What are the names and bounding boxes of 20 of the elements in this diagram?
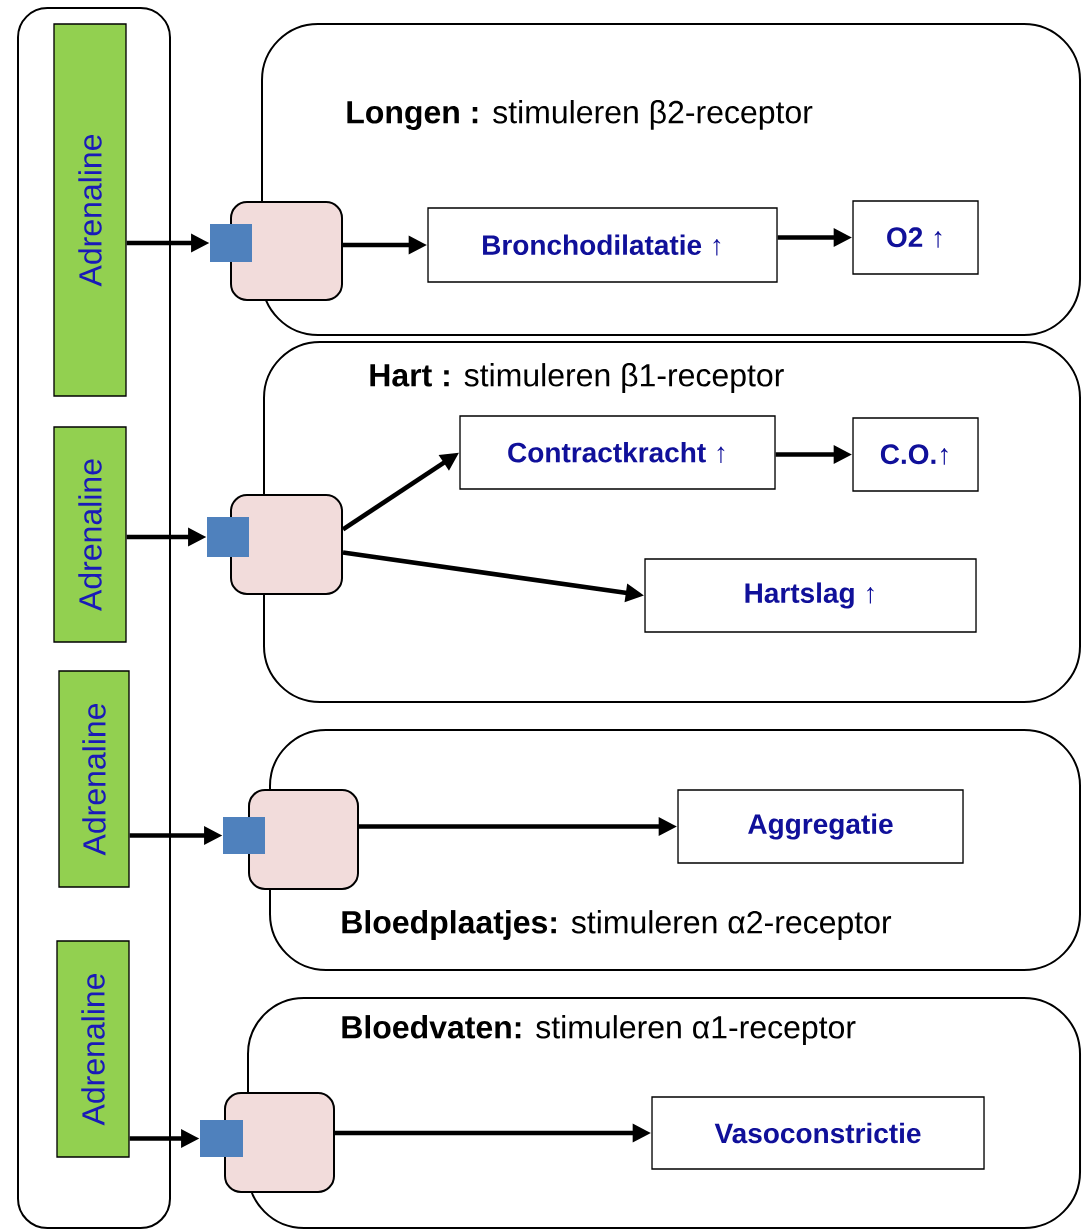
column-box bbox=[17, 7, 171, 1229]
hormone-bar: Adrenaline bbox=[53, 23, 127, 397]
effect-box: Hartslag ↑ bbox=[644, 558, 977, 633]
receptor-square bbox=[207, 517, 249, 557]
effect-box: Vasoconstrictie bbox=[651, 1096, 985, 1170]
cell-box bbox=[224, 1092, 335, 1193]
cell-box bbox=[230, 494, 343, 595]
effect-box: O2 ↑ bbox=[852, 200, 979, 275]
cell-box bbox=[248, 789, 359, 890]
hormone-bar: Adrenaline bbox=[58, 670, 130, 888]
hormone-bar: Adrenaline bbox=[53, 426, 127, 643]
effect-box: Bronchodilatatie ↑ bbox=[427, 207, 778, 283]
effect-box: Aggregatie bbox=[677, 789, 964, 864]
hormone-bar: Adrenaline bbox=[56, 940, 130, 1158]
receptor-square bbox=[210, 224, 252, 262]
receptor-square bbox=[223, 817, 265, 854]
cell-box bbox=[230, 201, 343, 301]
effect-box: Contractkracht ↑ bbox=[459, 415, 776, 490]
effect-box: C.O.↑ bbox=[852, 417, 979, 492]
receptor-square bbox=[200, 1120, 243, 1157]
